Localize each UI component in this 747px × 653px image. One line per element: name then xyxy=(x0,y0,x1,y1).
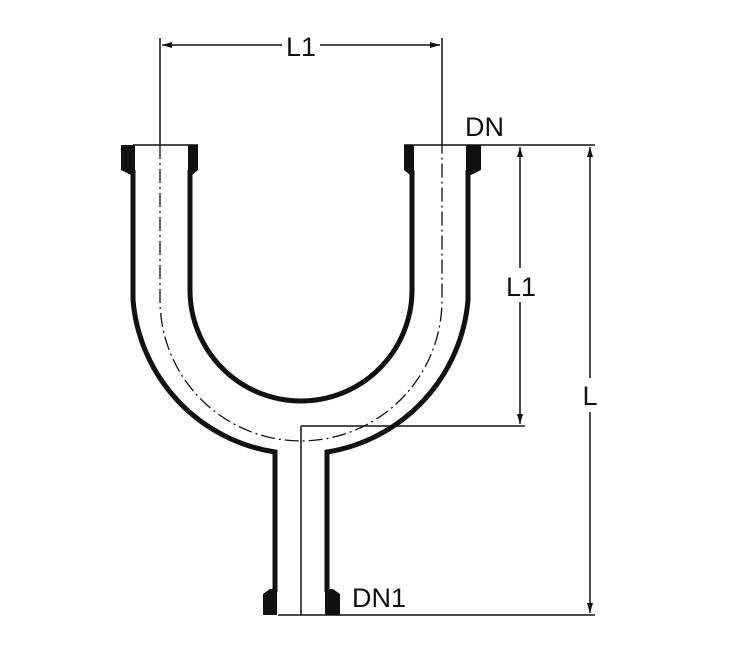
dimension-arrows xyxy=(162,42,593,613)
dn-label: DN xyxy=(465,112,504,142)
side-l1-label: L1 xyxy=(506,272,536,302)
inner-wall xyxy=(187,170,415,404)
flanges xyxy=(121,145,481,615)
outer-wall xyxy=(130,170,278,592)
flange xyxy=(188,145,198,175)
top-l1-label: L1 xyxy=(286,32,316,62)
thin-lines xyxy=(133,38,595,616)
centerline xyxy=(159,145,443,442)
pipe-body xyxy=(130,170,471,592)
flange xyxy=(325,589,340,615)
flange xyxy=(121,145,135,175)
flange xyxy=(263,589,277,615)
dn1-label: DN1 xyxy=(352,583,406,613)
flange xyxy=(404,145,414,175)
flange xyxy=(466,145,481,175)
outer-wall xyxy=(324,170,471,592)
overall-length-label: L xyxy=(582,381,597,411)
